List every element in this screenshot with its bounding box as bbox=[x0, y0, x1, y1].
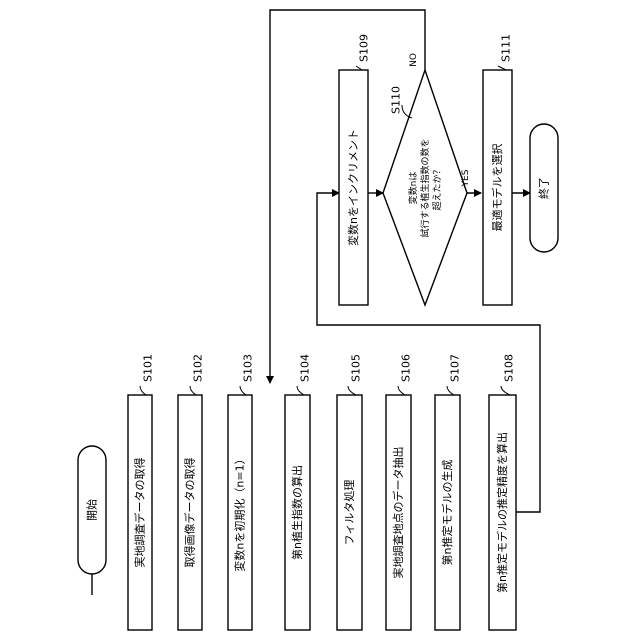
step-text: フィルタ処理 bbox=[343, 480, 356, 546]
step-id-leader bbox=[447, 386, 454, 395]
step-id: S102 bbox=[192, 354, 205, 382]
step-id: S105 bbox=[350, 354, 363, 382]
decision-no-label: NO bbox=[409, 53, 419, 67]
step-text: 取得画像データの取得 bbox=[183, 458, 197, 568]
step-s106: 実地調査地点のデータ抽出 S106 bbox=[386, 354, 413, 630]
step-id-leader bbox=[190, 386, 196, 395]
step-id: S101 bbox=[142, 354, 155, 382]
step-id-leader bbox=[501, 386, 510, 395]
step-id: S106 bbox=[400, 354, 413, 382]
step-s107: 第n推定モデルの生成 S107 bbox=[435, 354, 462, 630]
step-text: 実地調査地点のデータ抽出 bbox=[391, 447, 405, 579]
step-id: S107 bbox=[449, 354, 462, 382]
step-s108: 第n推定モデルの推定精度を算出 S108 bbox=[489, 354, 516, 630]
step-id-leader bbox=[398, 386, 405, 395]
step-id-leader bbox=[348, 386, 356, 395]
end-label: 終了 bbox=[537, 177, 551, 199]
step-s101: 実地調査データの取得 S101 bbox=[128, 354, 155, 630]
step-text: 実地調査データの取得 bbox=[133, 458, 147, 568]
decision-line-1: 変数nは bbox=[407, 172, 419, 205]
step-id: S111 bbox=[500, 34, 513, 62]
step-id: S104 bbox=[299, 354, 312, 382]
step-s109: 変数nをインクリメント S109 bbox=[339, 34, 371, 305]
process-boxes: 実地調査データの取得 S101 取得画像データの取得 S102 変数nを初期化（n=1）… bbox=[128, 34, 516, 630]
step-s102: 取得画像データの取得 S102 bbox=[178, 354, 205, 630]
connectors bbox=[92, 10, 540, 630]
step-id-leader bbox=[140, 386, 146, 395]
decision-id: S110 bbox=[390, 86, 403, 114]
step-id: S108 bbox=[503, 354, 516, 382]
decision-s110: 変数nは 試行する植生指数の数を 超えたか？ NO YES S110 bbox=[383, 53, 471, 305]
decision-line-2: 試行する植生指数の数を bbox=[419, 138, 431, 237]
step-s104: 第n植生指数の算出 S104 bbox=[285, 354, 312, 630]
step-s111: 最適モデルを選択 S111 bbox=[483, 34, 513, 305]
step-id-leader bbox=[240, 386, 246, 395]
start-label: 開始 bbox=[85, 499, 99, 521]
start-terminator: 開始 bbox=[78, 446, 106, 574]
step-text: 最適モデルを選択 bbox=[490, 144, 504, 232]
step-id-leader bbox=[297, 386, 304, 395]
step-id: S103 bbox=[242, 354, 255, 382]
step-text: 変数nをインクリメント bbox=[346, 129, 360, 246]
step-text: 第n推定モデルの推定精度を算出 bbox=[495, 432, 509, 593]
decision-yes-label: YES bbox=[461, 169, 471, 187]
step-text: 第n植生指数の算出 bbox=[290, 465, 304, 560]
step-s103: 変数nを初期化（n=1） S103 bbox=[228, 354, 255, 630]
decision-line-3: 超えたか？ bbox=[431, 165, 443, 210]
step-text: 変数nを初期化（n=1） bbox=[233, 453, 247, 571]
end-terminator: 終了 bbox=[530, 124, 558, 252]
step-s105: フィルタ処理 S105 bbox=[337, 354, 363, 630]
step-id: S109 bbox=[358, 34, 371, 62]
step-text: 第n推定モデルの生成 bbox=[440, 460, 454, 566]
